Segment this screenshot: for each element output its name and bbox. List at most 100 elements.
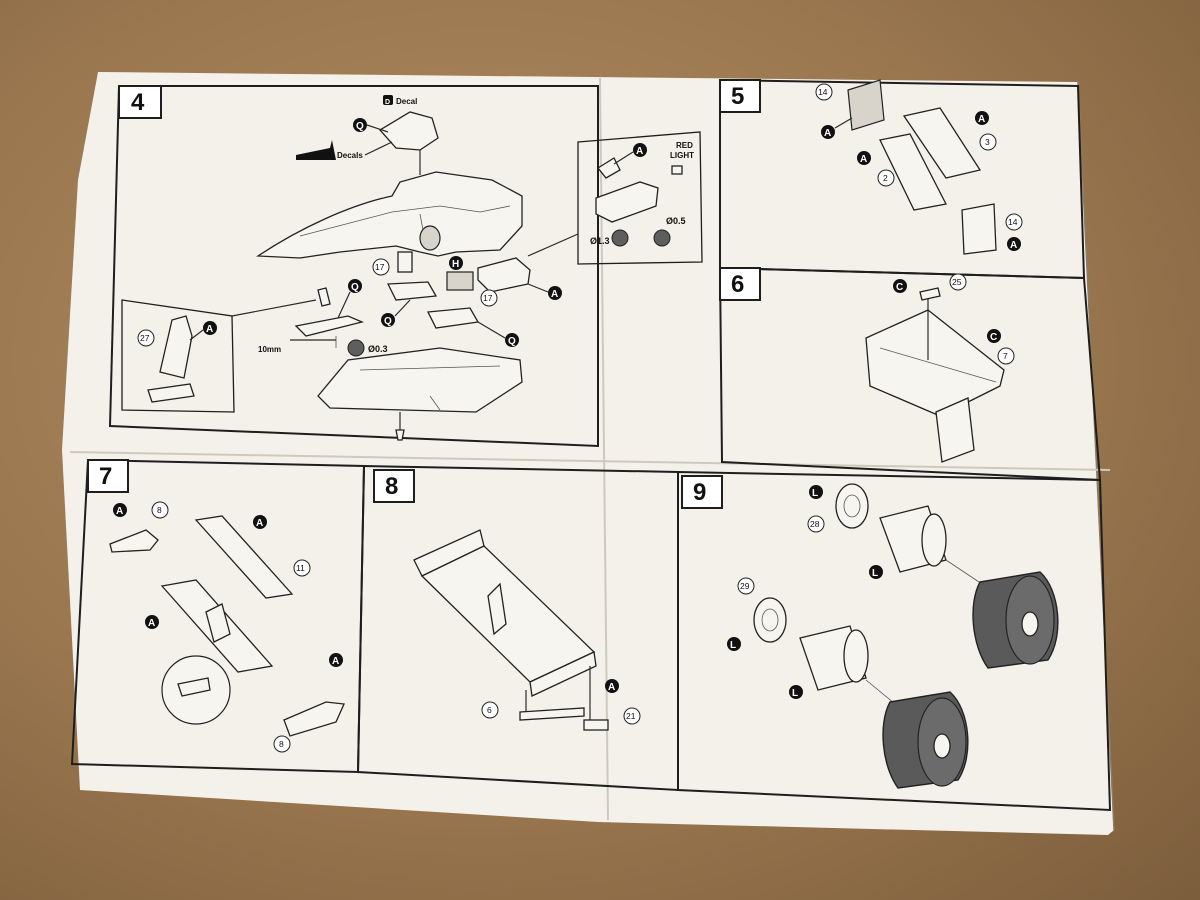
part-a-label-7c: A [148, 618, 155, 629]
airbox-part [378, 111, 439, 151]
sidepod-intake [419, 225, 441, 251]
step-9-number: 9 [693, 479, 706, 506]
part-17-circle-1 [372, 258, 390, 276]
drill-icon-1 [611, 229, 629, 247]
part-a-label-5c: A [860, 154, 867, 165]
part-14-circle-1 [815, 83, 833, 101]
part-a-label-5b: A [978, 114, 985, 125]
part-a-marker-5c [857, 151, 871, 165]
part-a-label-7b: A [256, 518, 263, 529]
part-a-marker-7c [145, 615, 159, 629]
rear-wing-end-8 [529, 651, 597, 697]
step-6-panel: 6 C 25 C 7 [718, 266, 1102, 482]
part-27-circle [137, 329, 155, 347]
part-q-label-1: Q [356, 121, 364, 132]
part-l-label-1: L [812, 488, 818, 499]
step-5-number: 5 [731, 83, 744, 110]
cockpit-part [294, 315, 365, 337]
part-29-circle [737, 577, 755, 595]
screw [395, 429, 405, 441]
part-11-label: 11 [296, 563, 305, 573]
part-a-label-1: A [551, 289, 558, 300]
part-28-circle [807, 515, 825, 533]
part-c-label-2: C [990, 332, 997, 343]
step-4-frame [108, 85, 599, 448]
part-a-label-7d: A [332, 656, 339, 667]
step-7-number: 7 [99, 463, 112, 490]
wing-clip [919, 287, 941, 301]
step-5-badge [719, 79, 761, 113]
wing-element-3 [902, 107, 982, 179]
part-17-circle-2 [480, 289, 498, 307]
part-14-label-1: 14 [818, 87, 828, 97]
small-plate-17 [397, 251, 413, 273]
part-a-marker-1 [548, 286, 562, 300]
monocoque-body [255, 171, 523, 259]
part-a-marker-5b [975, 111, 989, 125]
part-17-label-1: 17 [375, 262, 385, 272]
part-25-circle [949, 273, 967, 291]
rear-wing-pylon-8 [487, 582, 507, 636]
part-c-label-1: C [896, 282, 903, 293]
part-a-label-3: A [636, 146, 643, 157]
pedal-part [317, 287, 331, 307]
part-8-circle-2 [273, 735, 291, 753]
part-l-marker-2 [869, 565, 883, 579]
part-q-marker-1 [353, 118, 367, 132]
pedal-assembly [159, 315, 193, 379]
part-11-circle [293, 559, 311, 577]
front-endplate-right [283, 701, 345, 737]
front-wing-upper [194, 515, 294, 599]
step-7-panel: 7 A 8 A 11 A A 8 [70, 458, 366, 774]
part-h-label: H [452, 259, 459, 270]
step-4-number: 4 [131, 89, 145, 116]
step-8-badge [373, 469, 415, 503]
step-8-panel: 8 6 A 21 [356, 464, 679, 792]
part-6-label: 6 [487, 705, 492, 715]
part-a-marker-7b [253, 515, 267, 529]
part-l-marker-4 [789, 685, 803, 699]
endplate-left [847, 79, 885, 131]
step-4-panel: 4 D Decal Q Decals A 17 [108, 85, 703, 448]
red-light-part [671, 165, 683, 175]
part-25-label: 25 [952, 277, 962, 287]
part-a-marker-5a [821, 125, 835, 139]
part-2-label: 2 [883, 173, 888, 183]
tyre-upper-hub [1021, 611, 1039, 637]
part-a-marker-8 [605, 679, 619, 693]
rim-lower-face [843, 629, 869, 683]
part-8-label-2: 8 [279, 739, 284, 749]
part-3-label: 3 [985, 137, 990, 147]
front-wing-pylon [205, 603, 231, 643]
part-14-label-2: 14 [1008, 217, 1018, 227]
part-a-label-2: A [206, 324, 213, 335]
part-q-marker-2 [381, 313, 395, 327]
decals-swatch [296, 140, 336, 160]
red-light-label-1: RED [676, 141, 693, 150]
decals-label: Decals [337, 151, 363, 160]
part-h-marker [449, 256, 463, 270]
drill-label-3: Ø0.3 [368, 344, 388, 354]
step-4-badge [118, 85, 162, 119]
rear-wing-endplate [935, 397, 975, 463]
drill-label-1: Ø1.3 [590, 236, 610, 246]
part-28-label: 28 [810, 519, 820, 529]
part-a-marker-2 [203, 321, 217, 335]
part-17-label-2: 17 [483, 293, 493, 303]
step-7-badge [87, 459, 129, 493]
gearbox-part [595, 181, 659, 223]
step-8-number: 8 [385, 473, 398, 500]
part-a-marker-7a [113, 503, 127, 517]
step-9-frame [677, 470, 1112, 812]
wing-plate-21 [583, 719, 609, 731]
part-q-marker-4 [348, 279, 362, 293]
radiator-h [446, 271, 474, 291]
step-6-number: 6 [731, 271, 744, 298]
floor-part [317, 347, 523, 413]
part-q-label-3: Q [508, 336, 516, 347]
decal-label: Decal [396, 97, 417, 106]
part-l-label-4: L [792, 688, 798, 699]
part-8-circle-1 [151, 501, 169, 519]
horizontal-fold [69, 451, 1111, 471]
